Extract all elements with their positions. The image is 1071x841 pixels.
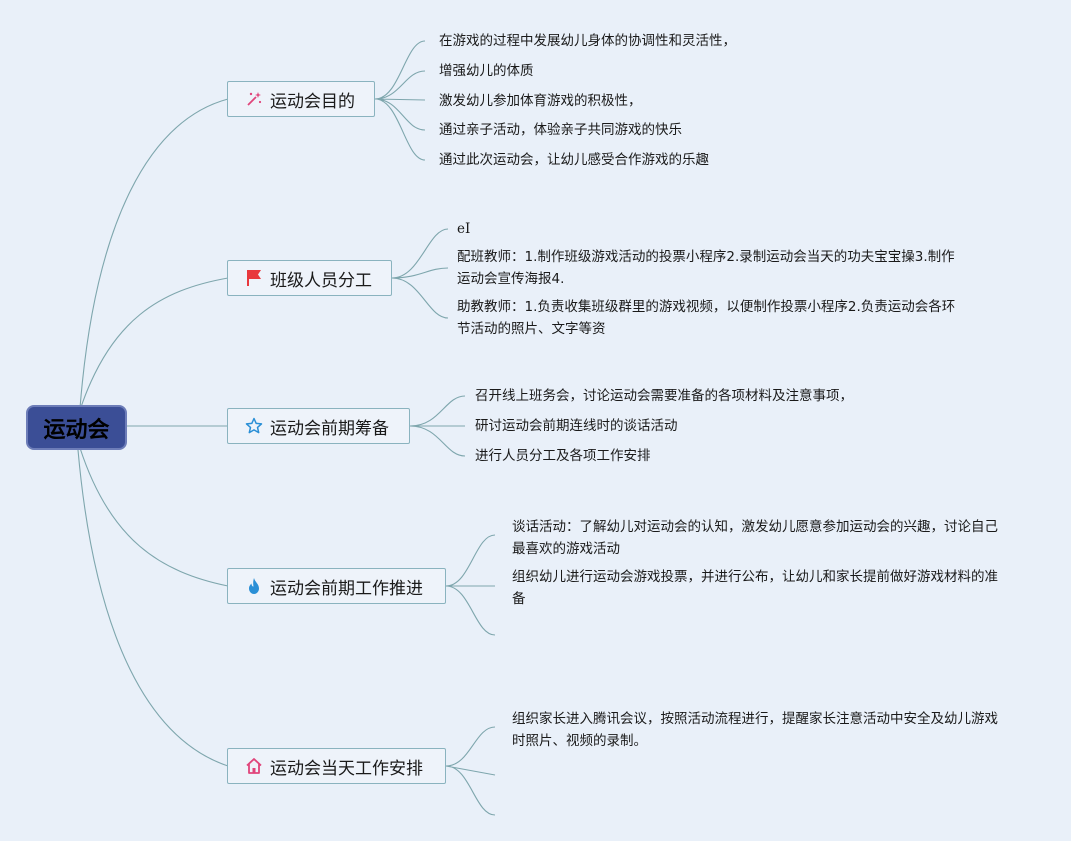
root-node[interactable]: 运动会 <box>26 405 127 450</box>
topic4-item-2: 组织幼儿进行运动会游戏投票，并进行公布，让幼儿和家长提前做好游戏材料的准备 <box>512 569 998 607</box>
connector-t2 <box>391 228 449 319</box>
topic2-item-2: 配班教师：1.制作班级游戏活动的投票小程序2.录制运动会当天的功夫宝宝操3.制作… <box>457 249 955 287</box>
topic1-item-5: 通过此次运动会，让幼儿感受合作游戏的乐趣 <box>439 152 709 168</box>
topic1-item-2: 增强幼儿的体质 <box>439 63 534 79</box>
topic-early-work-progress[interactable]: 运动会前期工作推进 <box>227 568 446 604</box>
connector-root-topic-4 <box>79 447 229 587</box>
connector-t5 <box>445 726 496 816</box>
topic3-item-3: 进行人员分工及各项工作安排 <box>475 448 651 464</box>
topic1-item-3: 激发幼儿参加体育游戏的积极性， <box>439 93 642 109</box>
topic-label: 班级人员分工 <box>270 270 372 291</box>
topic4-item-1: 谈话活动：了解幼儿对运动会的认知，激发幼儿愿意参加运动会的兴趣，讨论自己最喜欢的… <box>512 519 998 557</box>
topic-class-staff[interactable]: 班级人员分工 <box>227 260 392 296</box>
topic-label: 运动会目的 <box>270 91 355 112</box>
topic1-item-4: 通过亲子活动，体验亲子共同游戏的快乐 <box>439 122 682 138</box>
connector-t3 <box>409 395 466 457</box>
root-label: 运动会 <box>43 417 110 443</box>
red-flag-icon <box>244 268 264 288</box>
topic-label: 运动会当天工作安排 <box>270 758 423 779</box>
topic-label: 运动会前期工作推进 <box>270 578 423 599</box>
topic3-item-2: 研讨运动会前期连线时的谈话活动 <box>475 418 678 434</box>
connector-root-topic-1 <box>79 98 229 409</box>
topic2-item-3: 助教教师：1.负责收集班级群里的游戏视频，以便制作投票小程序2.负责运动会各环节… <box>457 299 956 337</box>
connector-t1 <box>374 40 426 161</box>
star-icon <box>244 416 264 436</box>
connector-t4 <box>445 534 496 636</box>
topic3-item-1: 召开线上班务会，讨论运动会需要准备的各项材料及注意事项， <box>475 388 853 404</box>
topic-label: 运动会前期筹备 <box>270 418 389 439</box>
topic-early-preparation[interactable]: 运动会前期筹备 <box>227 408 410 444</box>
topic1-item-1: 在游戏的过程中发展幼儿身体的协调性和灵活性， <box>439 33 736 49</box>
flame-icon <box>244 576 264 596</box>
topic5-item-1: 组织家长进入腾讯会议，按照活动流程进行，提醒家长注意活动中安全及幼儿游戏时照片、… <box>512 711 998 749</box>
topic-event-day-arrangement[interactable]: 运动会当天工作安排 <box>227 748 446 784</box>
topic-sports-goal[interactable]: 运动会目的 <box>227 81 375 117</box>
magic-wand-icon <box>244 89 264 109</box>
connector-root-topic-5 <box>77 449 229 767</box>
topic2-item-1: eI <box>457 221 471 237</box>
home-icon <box>244 756 264 776</box>
connector-root-topic-2 <box>79 277 229 411</box>
